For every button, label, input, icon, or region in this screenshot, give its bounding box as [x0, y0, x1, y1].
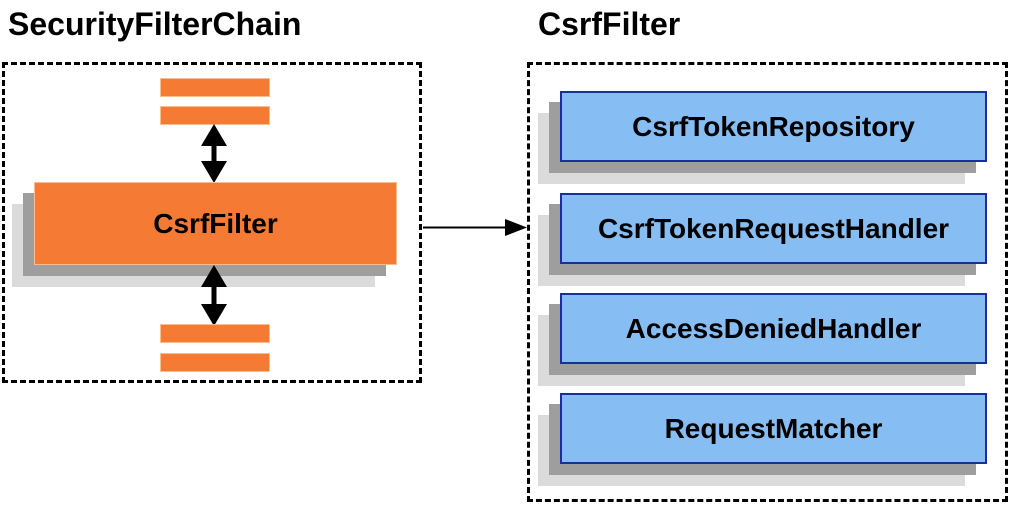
- filter-bar-1: [160, 78, 270, 97]
- security-filter-chain-title: SecurityFilterChain: [8, 6, 302, 42]
- csrf-filter-container: CsrfTokenRepository CsrfTokenRequestHand…: [527, 62, 1008, 502]
- up-down-arrow-icon: [201, 124, 227, 183]
- request-matcher-box: RequestMatcher: [560, 393, 987, 464]
- up-down-arrow-icon: [201, 265, 227, 326]
- csrf-filter-title: CsrfFilter: [538, 6, 681, 42]
- component-label: CsrfTokenRepository: [632, 110, 915, 142]
- right-arrow-icon: [423, 219, 527, 236]
- filter-bar-3: [160, 324, 270, 343]
- csrf-token-request-handler-box: CsrfTokenRequestHandler: [560, 193, 987, 264]
- component-label: RequestMatcher: [664, 412, 883, 444]
- security-filter-chain-container: CsrfFilter: [2, 62, 422, 383]
- csrf-filter-box: CsrfFilter: [34, 182, 397, 265]
- filter-bar-4: [160, 353, 270, 372]
- csrf-token-repository-box: CsrfTokenRepository: [560, 91, 987, 162]
- access-denied-handler-box: AccessDeniedHandler: [560, 293, 987, 364]
- component-label: AccessDeniedHandler: [625, 312, 922, 344]
- filter-bar-2: [160, 106, 270, 125]
- csrf-filter-box-label: CsrfFilter: [153, 207, 278, 239]
- component-label: CsrfTokenRequestHandler: [597, 212, 950, 244]
